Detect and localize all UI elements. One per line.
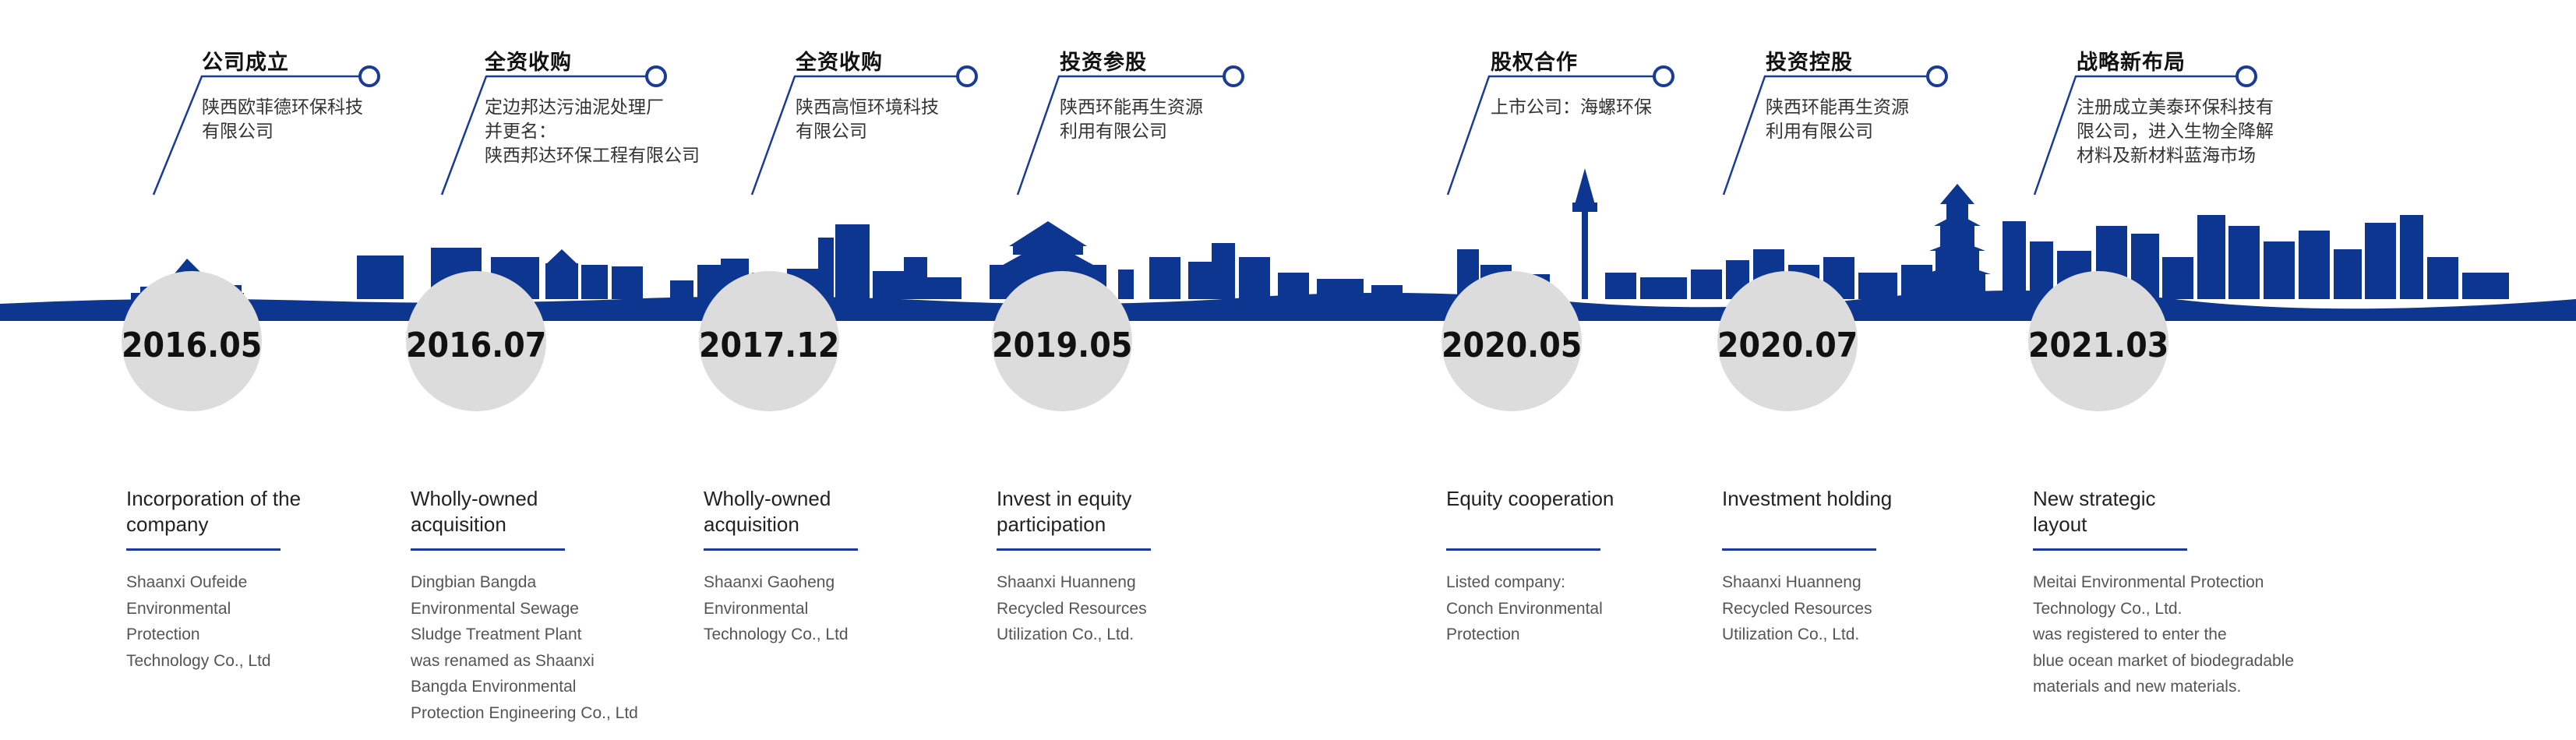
- milestone-title-cn: 全资收购: [485, 51, 572, 75]
- timeline-node-icon: [358, 65, 380, 87]
- milestone-title-en: Investment holding: [1722, 487, 1893, 510]
- milestone-title-cn: 投资参股: [1060, 51, 1147, 75]
- year-badge: [2028, 271, 2168, 411]
- milestone-2021-03: 战略新布局 注册成立美泰环保科技有 限公司，进入生物全降解 材料及新材料蓝海市场…: [2028, 0, 2399, 740]
- milestone-2016-07: 全资收购 定边邦达污油泥处理厂 并更名： 陕西邦达环保工程有限公司 2016.0…: [406, 0, 777, 740]
- year-badge: [992, 271, 1132, 411]
- milestone-title-cn: 全资收购: [796, 51, 883, 75]
- milestone-2017-12: 全资收购 陕西高恒环境科技 有限公司 2017.12 Wholly-owned …: [699, 0, 1070, 740]
- year-badge: [122, 271, 262, 411]
- year-badge: [406, 271, 546, 411]
- milestone-desc-en: Shaanxi Huanneng Recycled Resources Util…: [997, 573, 1147, 643]
- milestone-title-cn: 投资控股: [1766, 51, 1853, 75]
- milestone-2020-07: 投资控股 陕西环能再生资源 利用有限公司 2020.07 Investment …: [1717, 0, 2088, 740]
- leader-line: [2033, 65, 2257, 196]
- milestone-title-cn: 股权合作: [1491, 51, 1578, 75]
- milestone-desc-cn: 上市公司：海螺环保: [1491, 97, 1652, 118]
- leader-line: [750, 65, 978, 196]
- milestone-title-en: Wholly-owned acquisition: [411, 487, 538, 536]
- milestone-title-en: Wholly-owned acquisition: [704, 487, 831, 536]
- milestone-year: 2019.05: [992, 326, 1133, 365]
- milestone-desc-en: Shaanxi Oufeide Environmental Protection…: [126, 573, 271, 670]
- milestone-title-cn: 公司成立: [202, 51, 289, 75]
- timeline-node-icon: [1926, 65, 1948, 87]
- title-underline: [2033, 548, 2187, 551]
- milestone-2019-05: 投资参股 陕西环能再生资源 利用有限公司 2019.05 Invest in e…: [992, 0, 1363, 740]
- milestone-year: 2021.03: [2028, 326, 2169, 365]
- milestone-year: 2020.05: [1442, 326, 1583, 365]
- milestone-desc-cn: 注册成立美泰环保科技有 限公司，进入生物全降解 材料及新材料蓝海市场: [2077, 97, 2274, 166]
- milestone-title-en: Incorporation of the company: [126, 487, 302, 536]
- milestone-desc-cn: 陕西高恒环境科技 有限公司: [796, 97, 939, 142]
- timeline-node-icon: [1653, 65, 1674, 87]
- milestone-title-en: Equity cooperation: [1446, 487, 1614, 510]
- leader-line: [440, 65, 667, 196]
- milestone-desc-en: Listed company: Conch Environmental Prot…: [1446, 573, 1603, 643]
- milestone-desc-cn: 定边邦达污油泥处理厂 并更名： 陕西邦达环保工程有限公司: [485, 97, 700, 166]
- milestone-desc-en: Dingbian Bangda Environmental Sewage Slu…: [411, 573, 638, 722]
- milestone-desc-en: Shaanxi Gaoheng Environmental Technology…: [704, 573, 849, 643]
- timeline-node-icon: [645, 65, 667, 87]
- milestone-year: 2017.12: [699, 326, 840, 365]
- milestone-year: 2020.07: [1717, 326, 1858, 365]
- milestone-title-cn: 战略新布局: [2077, 51, 2186, 75]
- milestone-desc-cn: 陕西环能再生资源 利用有限公司: [1060, 97, 1203, 142]
- milestone-title-en: New strategic layout: [2033, 487, 2156, 536]
- leader-line: [1722, 65, 1948, 196]
- year-badge: [1717, 271, 1858, 411]
- leader-line: [1446, 65, 1674, 196]
- year-badge: [699, 271, 839, 411]
- title-underline: [411, 548, 565, 551]
- timeline-node-icon: [956, 65, 978, 87]
- title-underline: [1722, 548, 1876, 551]
- milestone-desc-en: Shaanxi Huanneng Recycled Resources Util…: [1722, 573, 1872, 643]
- title-underline: [126, 548, 281, 551]
- year-badge: [1442, 271, 1582, 411]
- leader-line: [1016, 65, 1244, 196]
- title-underline: [704, 548, 858, 551]
- milestone-desc-en: Meitai Environmental Protection Technolo…: [2033, 573, 2295, 696]
- milestone-year: 2016.07: [406, 326, 547, 365]
- milestone-2016-05: 公司成立 陕西欧菲德环保科技 有限公司 2016.05 Incorporatio…: [122, 0, 492, 740]
- title-underline: [1446, 548, 1600, 551]
- milestone-year: 2016.05: [122, 326, 263, 365]
- milestone-desc-cn: 陕西环能再生资源 利用有限公司: [1766, 97, 1909, 142]
- leader-line: [152, 65, 380, 196]
- timeline-node-icon: [1223, 65, 1244, 87]
- timeline-node-icon: [2235, 65, 2257, 87]
- milestone-title-en: Invest in equity participation: [997, 487, 1132, 536]
- milestone-desc-cn: 陕西欧菲德环保科技 有限公司: [202, 97, 363, 142]
- milestone-2020-05: 股权合作 上市公司：海螺环保 2020.05 Equity cooperatio…: [1442, 0, 1812, 740]
- title-underline: [997, 548, 1151, 551]
